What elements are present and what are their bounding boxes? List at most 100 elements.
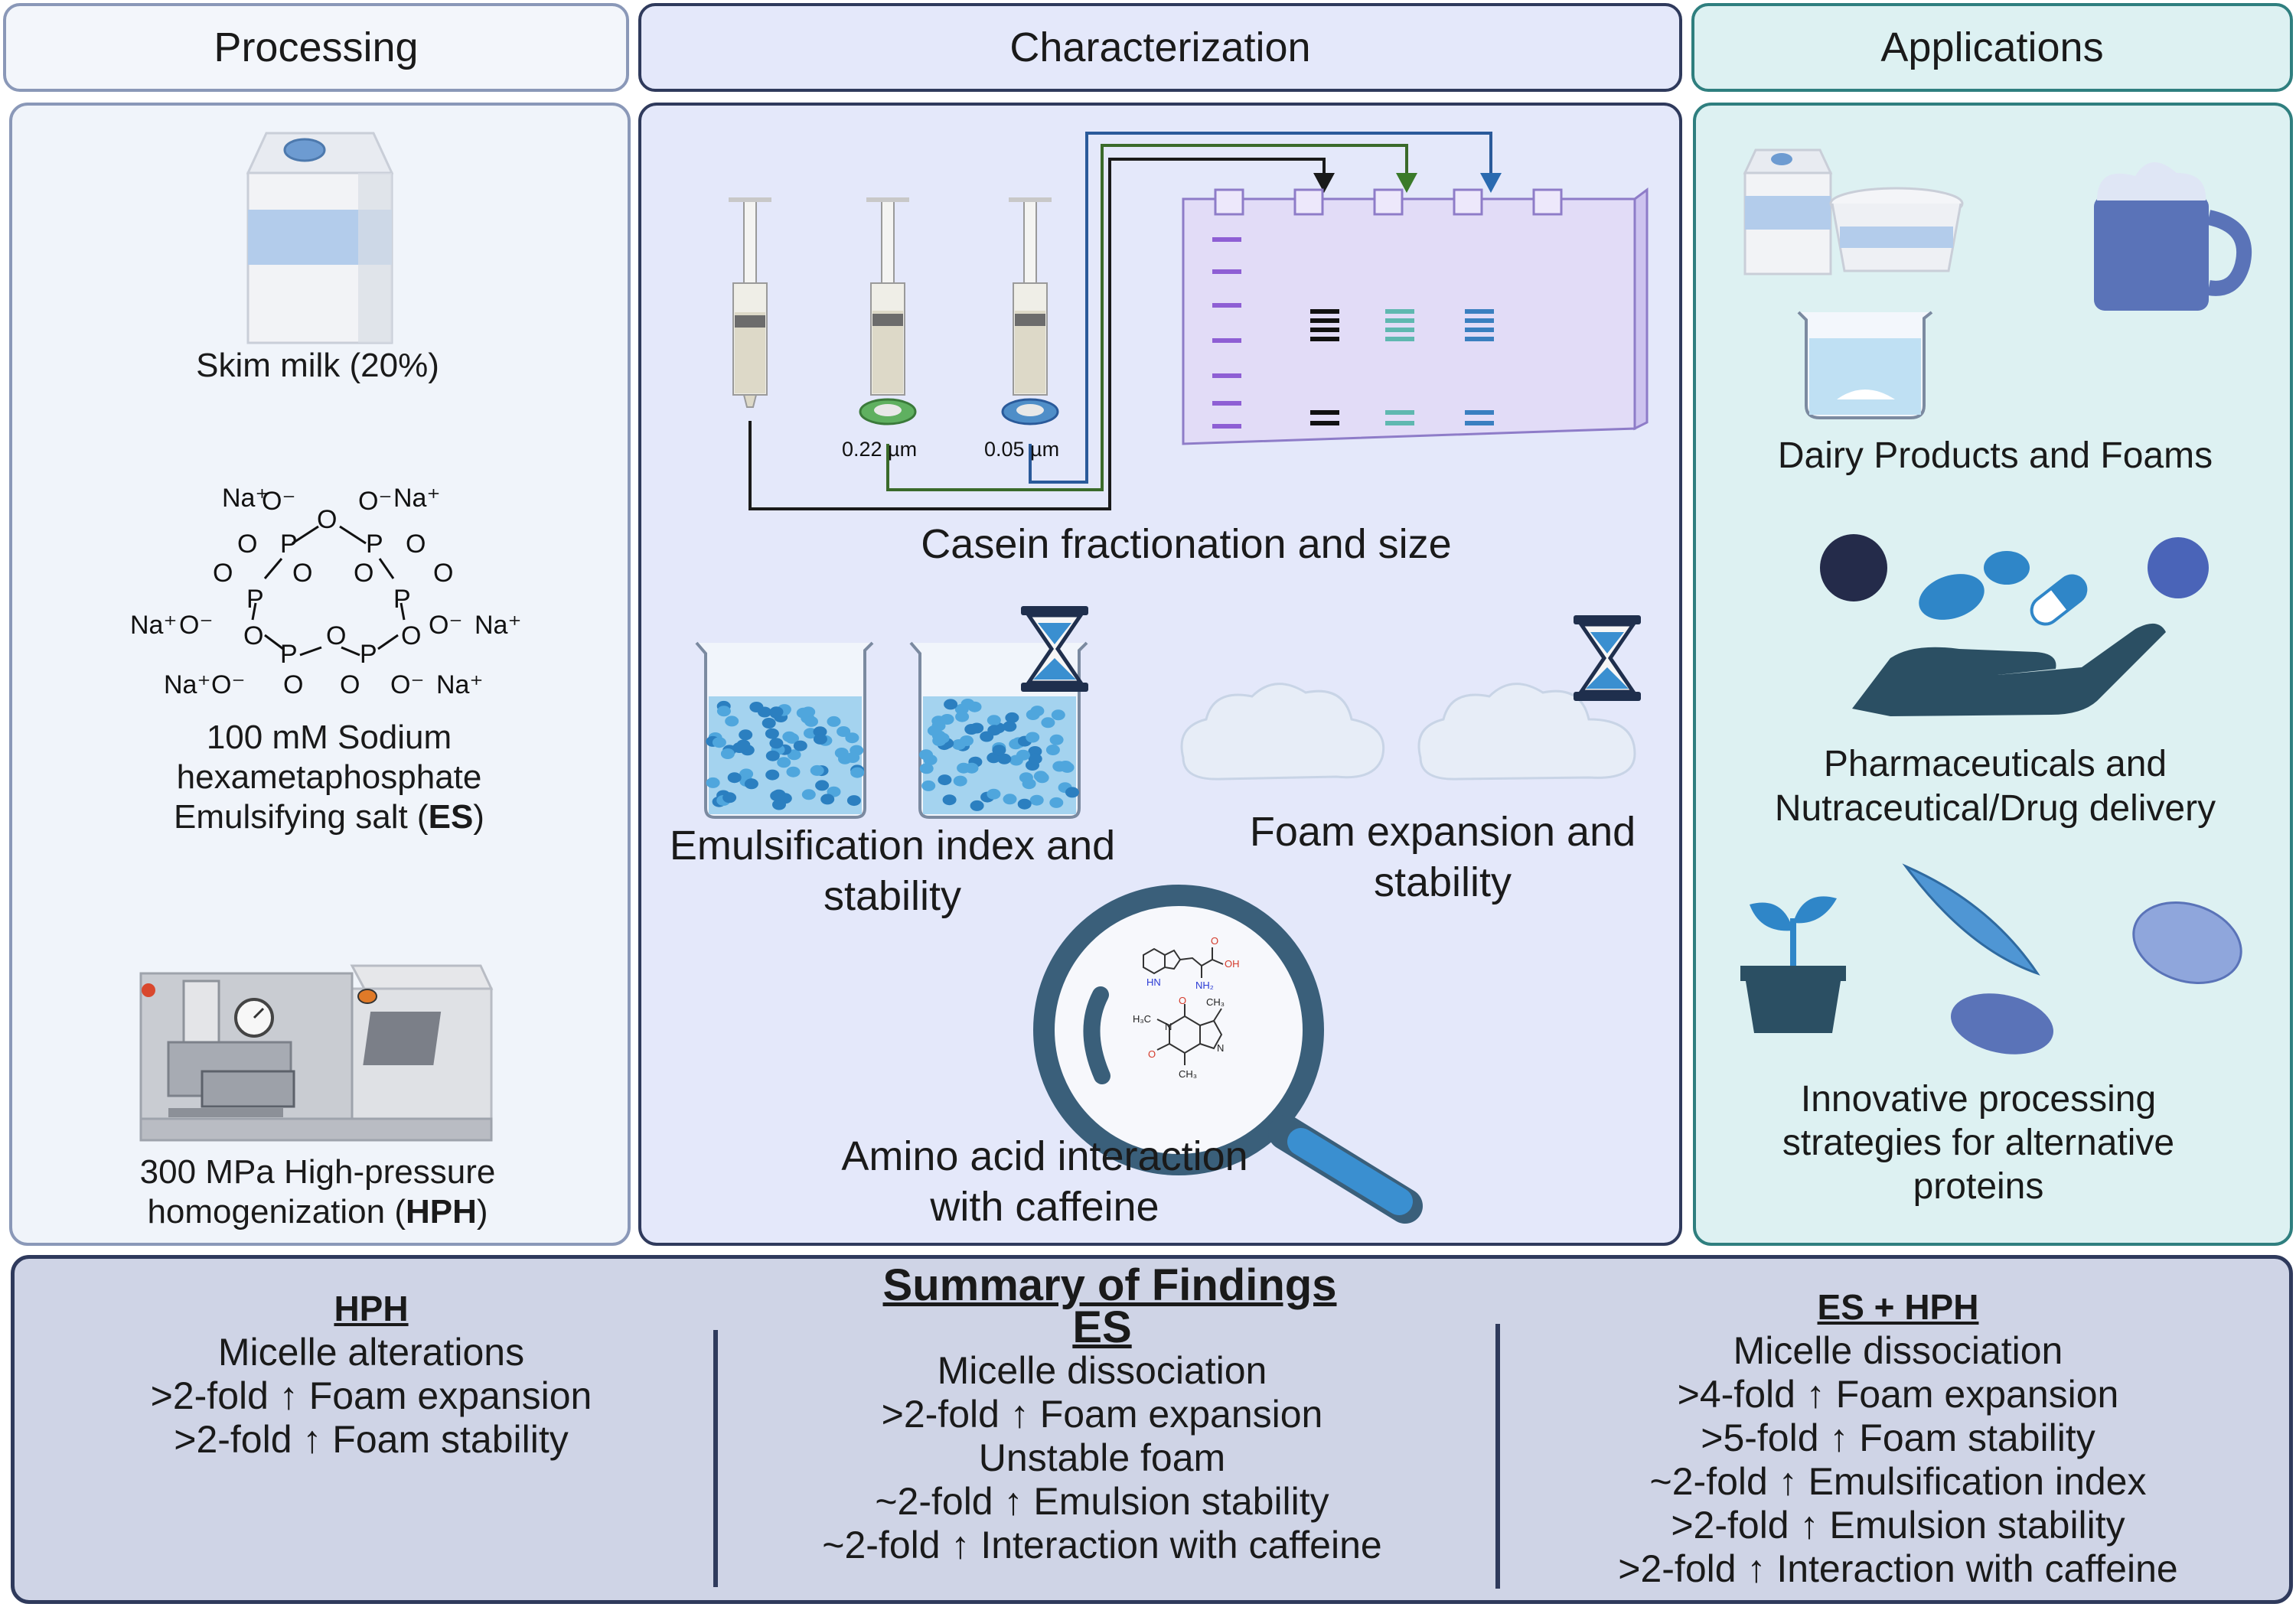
p-3: P bbox=[246, 585, 264, 614]
na-plus-4: Na⁺ bbox=[475, 611, 521, 640]
capsule-icon bbox=[2030, 574, 2088, 626]
emulsion-droplet bbox=[960, 735, 974, 746]
emulsion-droplet bbox=[957, 762, 971, 774]
ring-o-5: O bbox=[401, 621, 421, 650]
mol-o-caff-1: O bbox=[1179, 995, 1186, 1006]
emulsion-droplet bbox=[744, 778, 758, 790]
o-minus-4: O⁻ bbox=[429, 611, 462, 640]
emulsion-droplet bbox=[810, 764, 824, 776]
emulsion-droplet bbox=[846, 795, 861, 807]
summary-es-column: ES Micelle dissociation >2-fold ↑ Foam e… bbox=[735, 1305, 1469, 1567]
emulsion-droplet bbox=[1041, 717, 1055, 729]
mug-with-foam-icon bbox=[2094, 161, 2252, 311]
emulsion-label-line-2: stability bbox=[823, 873, 962, 919]
sodium-hexametaphosphate-structure: Na⁺ O⁻ O⁻ Na⁺ O O P P O O O O O P P Na⁺ … bbox=[130, 484, 521, 699]
hph-label-line-1: 300 MPa High-pressure bbox=[139, 1153, 496, 1191]
bean-2-icon bbox=[2132, 901, 2242, 985]
tablet-1-icon bbox=[1919, 574, 1985, 620]
summary-es-hph-line: >5-fold ↑ Foam stability bbox=[1701, 1416, 2095, 1459]
emulsion-droplet bbox=[739, 768, 754, 780]
emulsion-droplet bbox=[827, 715, 841, 727]
emulsion-droplet bbox=[987, 725, 1002, 736]
emulsion-droplet bbox=[940, 714, 954, 725]
emulsion-droplet bbox=[765, 769, 780, 781]
emulsion-droplet bbox=[749, 702, 764, 712]
dairy-label: Dairy Products and Foams bbox=[1777, 435, 2213, 476]
hph-label: 300 MPa High-pressure homogenization (HP… bbox=[31, 1152, 605, 1232]
na-plus-1: Na⁺ bbox=[222, 484, 269, 513]
hourglass-icon-emulsion bbox=[1021, 606, 1088, 692]
na-plus-5: Na⁺ bbox=[164, 670, 210, 699]
tablet-2-icon bbox=[1984, 551, 2030, 585]
emulsion-droplet bbox=[850, 767, 865, 778]
characterization-header: Characterization bbox=[638, 3, 1682, 92]
emulsion-droplet bbox=[1028, 746, 1042, 757]
applications-header: Applications bbox=[1691, 3, 2293, 92]
casein-label: Casein fractionation and size bbox=[921, 521, 1452, 567]
hand-icon bbox=[1852, 623, 2166, 716]
summary-hph-line: >2-fold ↑ Foam expansion bbox=[150, 1374, 592, 1417]
milk-label: Skim milk (20%) bbox=[196, 347, 439, 384]
emulsion-droplet bbox=[1029, 794, 1044, 806]
emulsion-droplet bbox=[1022, 778, 1036, 790]
mol-ch3-bottom: CH₃ bbox=[1179, 1068, 1197, 1080]
ring-o-2: O bbox=[292, 559, 312, 588]
pharma-icon bbox=[1820, 534, 2209, 716]
emulsion-droplet bbox=[837, 726, 851, 737]
summary-es-line: Unstable foam bbox=[978, 1436, 1226, 1479]
summary-es-hph-line: ~2-fold ↑ Emulsification index bbox=[1649, 1460, 2147, 1503]
summary-hph-column: HPH Micelle alterations >2-fold ↑ Foam e… bbox=[77, 1287, 666, 1462]
summary-panel bbox=[11, 1255, 2293, 1604]
emulsion-droplet bbox=[706, 777, 720, 788]
emulsion-droplet bbox=[712, 737, 726, 748]
emulsion-droplet bbox=[769, 738, 784, 749]
summary-es-line: ~2-fold ↑ Emulsion stability bbox=[875, 1480, 1329, 1523]
emulsion-droplet bbox=[1045, 745, 1060, 755]
emulsion-droplet bbox=[938, 774, 952, 786]
na-plus-3: Na⁺ bbox=[130, 611, 177, 640]
emulsion-droplet bbox=[987, 788, 1001, 800]
innovative-label: Innovative processing strategies for alt… bbox=[1701, 1077, 2256, 1208]
o-minus-2: O⁻ bbox=[358, 487, 392, 516]
emulsion-droplet bbox=[815, 780, 830, 791]
foam-label-line-1: Foam expansion and bbox=[1249, 809, 1636, 855]
syringe-022-icon bbox=[859, 197, 917, 425]
p-2: P bbox=[366, 530, 383, 559]
emulsion-droplet bbox=[942, 794, 957, 806]
emulsion-beakers-icon bbox=[695, 641, 1088, 819]
emulsion-droplet bbox=[722, 792, 737, 804]
emulsion-droplet bbox=[1049, 797, 1064, 808]
emulsion-droplet bbox=[813, 733, 827, 745]
connector-line-unfiltered bbox=[748, 158, 1326, 510]
emulsion-droplet bbox=[921, 780, 936, 791]
connector-line-022 bbox=[886, 144, 1408, 491]
amino-label-line-2: with caffeine bbox=[930, 1184, 1159, 1230]
syringe-unfiltered-icon bbox=[729, 197, 771, 408]
ring-o-6: O bbox=[326, 621, 346, 650]
emulsion-droplet bbox=[736, 739, 751, 751]
filter-005-label: 0.05 µm bbox=[984, 438, 1059, 461]
arrow-blue-icon bbox=[1480, 173, 1502, 193]
emulsion-droplet bbox=[720, 748, 735, 759]
powder-beaker-icon bbox=[1797, 311, 1933, 419]
summary-es-hph-title: ES + HPH bbox=[1817, 1287, 1979, 1327]
emulsion-droplet bbox=[727, 772, 742, 784]
summary-divider-1 bbox=[713, 1330, 718, 1587]
arrow-green-icon bbox=[1396, 173, 1417, 193]
blueberry-1-icon bbox=[1820, 534, 1887, 601]
emulsion-droplet bbox=[1016, 749, 1030, 761]
emulsion-droplet bbox=[919, 749, 933, 761]
dairy-products-icon bbox=[1743, 148, 2252, 419]
amino-label-line-1: Amino acid interaction bbox=[841, 1133, 1248, 1179]
blueberry-2-icon bbox=[2148, 537, 2209, 598]
pharma-label: Pharmaceuticals and Nutraceutical/Drug d… bbox=[1701, 742, 2290, 831]
o-dbl-4: O bbox=[433, 559, 453, 588]
emulsion-droplet bbox=[765, 750, 780, 761]
p-1: P bbox=[280, 530, 298, 559]
emulsion-droplet bbox=[716, 706, 731, 717]
emulsion-droplet bbox=[1030, 706, 1045, 717]
emulsion-droplet bbox=[1026, 732, 1040, 743]
o-minus-6: O⁻ bbox=[390, 670, 424, 699]
emulsion-droplet bbox=[782, 731, 797, 742]
bean-1-icon bbox=[1951, 993, 2053, 1054]
